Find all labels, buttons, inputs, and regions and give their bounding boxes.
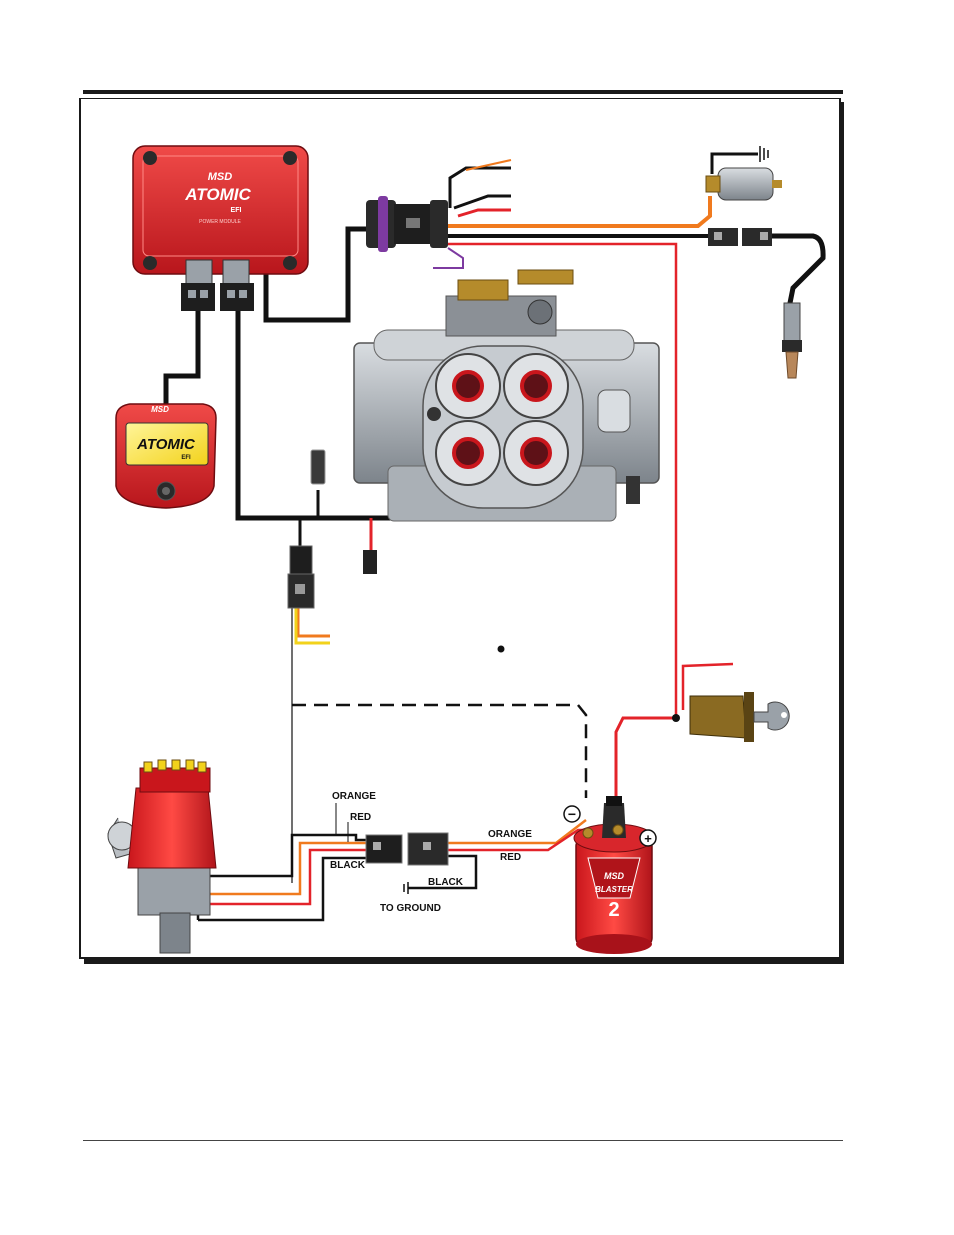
bolt-icon: [283, 151, 297, 165]
footer-rule: [83, 1140, 843, 1141]
coil-brand: MSD: [604, 871, 625, 881]
throttle-bore-4: [504, 421, 568, 485]
label-orange-top: ORANGE: [332, 791, 376, 802]
throttle-bore-3: [436, 421, 500, 485]
tps-connector: [311, 450, 325, 484]
wiring-diagram: MSD ATOMIC EFI POWER MODULE MSD ATOMIC E…: [78, 98, 848, 968]
diagram-frame: MSD ATOMIC EFI POWER MODULE MSD ATOMIC E…: [78, 98, 838, 963]
module-connector-2: [220, 283, 254, 311]
label-black-ground: BLACK: [428, 877, 464, 888]
power-module-caption: POWER MODULE: [199, 219, 241, 225]
bolt-icon: [143, 256, 157, 270]
handheld-logo: ATOMIC: [136, 436, 196, 453]
power-module-logo: ATOMIC: [184, 185, 251, 204]
harness-connector: [366, 196, 448, 252]
throttle-bore-2: [504, 354, 568, 418]
label-red-right: RED: [500, 852, 521, 863]
splice-dot: [672, 714, 680, 722]
tach-connector: [288, 546, 314, 608]
header-rule: [83, 90, 843, 94]
module-connector-1: [181, 283, 215, 311]
bolt-icon: [283, 256, 297, 270]
throttle-bore-1: [436, 354, 500, 418]
handheld-controller: MSD ATOMIC EFI: [116, 404, 216, 508]
label-black-left: BLACK: [330, 860, 366, 871]
label-to-ground: TO GROUND: [380, 903, 441, 914]
coil-negative-label: −: [568, 806, 576, 822]
power-module-sub: EFI: [231, 207, 242, 214]
label-orange-right: ORANGE: [488, 829, 532, 840]
sensor-icon: [427, 407, 441, 421]
power-module-brand: MSD: [208, 171, 233, 183]
bolt-icon: [143, 151, 157, 165]
red-connector: [363, 550, 377, 574]
label-red-top: RED: [350, 812, 371, 823]
coil-number: 2: [608, 899, 619, 921]
coil-positive-label: +: [644, 831, 652, 846]
handheld-sub: EFI: [181, 455, 191, 461]
reference-dot: [498, 646, 505, 653]
handheld-brand: MSD: [151, 405, 169, 414]
coil-line: BLASTER: [595, 885, 633, 894]
